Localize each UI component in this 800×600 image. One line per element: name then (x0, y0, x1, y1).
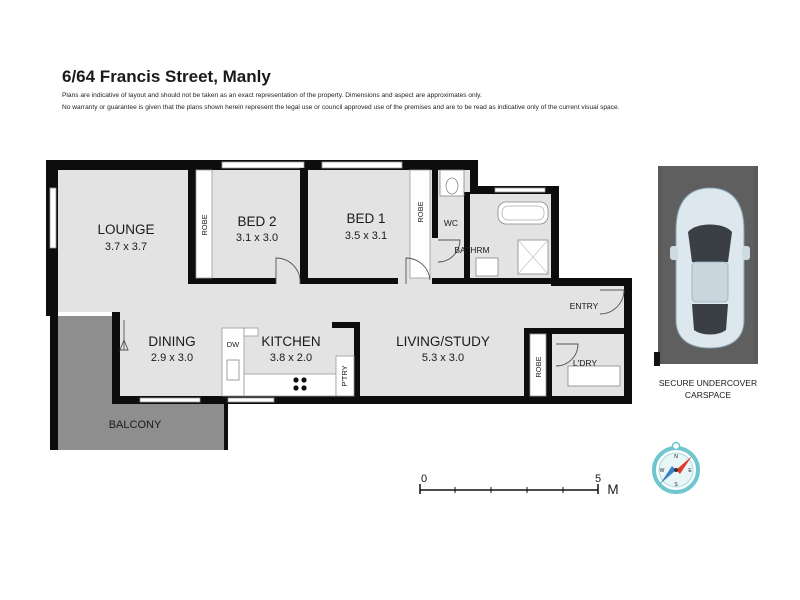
room-bathrm-name: BATHRM (454, 245, 489, 255)
dw-label: DW (227, 340, 240, 349)
robe-label-bed2: ROBE (200, 214, 209, 235)
toilet (445, 177, 459, 195)
room-kitchen-name: KITCHEN (261, 334, 320, 349)
carspace-label-1: SECURE UNDERCOVER (659, 378, 757, 388)
car-icon (670, 187, 750, 349)
room-bed2-dims: 3.1 x 3.0 (236, 232, 278, 244)
room-bed1-dims: 3.5 x 3.1 (345, 230, 387, 242)
compass-n: N (674, 454, 678, 460)
room-dining-dims: 2.9 x 3.0 (151, 352, 193, 364)
room-kitchen-dims: 3.8 x 2.0 (270, 352, 312, 364)
robe-label-bed1: ROBE (416, 201, 425, 222)
page-title: 6/64 Francis Street, Manly (62, 67, 271, 86)
room-living-dims: 5.3 x 3.0 (422, 352, 464, 364)
room-balcony-name: BALCONY (109, 419, 162, 431)
bathtub (497, 201, 549, 225)
compass-s: S (674, 482, 678, 488)
room-bed2-name: BED 2 (237, 214, 276, 229)
burner (301, 385, 307, 391)
compass-icon: N S E W (652, 441, 700, 494)
ptry-label: P'TRY (340, 365, 349, 386)
room-ldry-name: L'DRY (573, 358, 597, 368)
sink (226, 359, 240, 381)
room-entry-name: ENTRY (570, 301, 599, 311)
scale-unit: M (607, 482, 618, 497)
carspace-label-2: CARSPACE (685, 390, 731, 400)
compass-w: W (660, 468, 665, 474)
room-wc-name: WC (444, 218, 458, 228)
scale-bar (419, 484, 599, 494)
disclaimer-line-2: No warranty or guarantee is given that t… (62, 104, 620, 111)
disclaimer-line-1: Plans are indicative of layout and shoul… (62, 92, 482, 99)
burner (301, 377, 307, 383)
room-dining-name: DINING (148, 334, 195, 349)
burner (293, 385, 299, 391)
laundry-tub (567, 365, 621, 387)
room-lounge-name: LOUNGE (97, 222, 154, 237)
scale-start: 0 (421, 473, 427, 485)
room-bed1-name: BED 1 (346, 211, 385, 226)
room-living-name: LIVING/STUDY (396, 334, 490, 349)
burner (293, 377, 299, 383)
robe-label-living: ROBE (534, 356, 543, 377)
scale-end: 5 (595, 473, 601, 485)
compass-e: E (688, 468, 692, 474)
room-lounge-dims: 3.7 x 3.7 (105, 241, 147, 253)
vanity (475, 257, 499, 277)
